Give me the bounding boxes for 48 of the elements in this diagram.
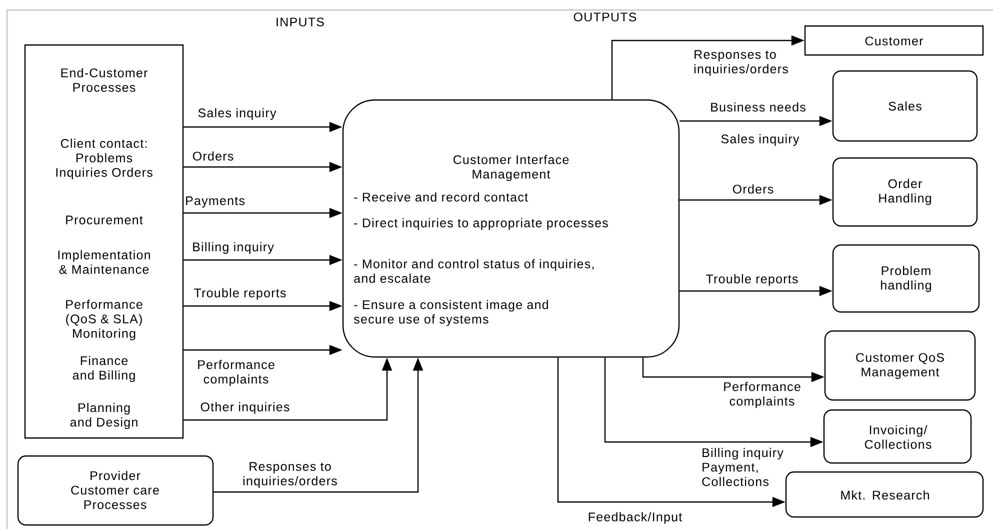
process-box	[17, 455, 214, 526]
edge-label: Billing inquiry	[193, 242, 274, 254]
node-text: Sales	[888, 101, 922, 111]
node-text: Problem handling	[881, 266, 931, 292]
node-text: Order Handling	[879, 178, 932, 206]
process-box	[804, 25, 984, 56]
process-box	[24, 44, 184, 439]
node-text: - Monitor and control status of inquiries, and escalate	[354, 259, 594, 283]
node-text: Invoicing/ Collections	[864, 425, 932, 449]
node-text: - Direct inquiries to appropriate processes	[354, 218, 608, 230]
node-text: Performance (QoS & SLA) Monitoring	[66, 300, 142, 340]
node-text: Planning and Design	[70, 402, 138, 430]
edge-label: Orders	[192, 151, 234, 161]
edge-label: Responses to inquiries/orders	[694, 50, 788, 76]
node-text: Customer Interface Management	[453, 154, 569, 182]
node-text: Procurement	[66, 216, 143, 224]
process-box	[832, 70, 978, 142]
node-text: Mkt. Research	[841, 490, 929, 500]
edge-label: Trouble reports	[706, 274, 798, 286]
node-text: - Ensure a consistent image and secure use of systems	[354, 300, 548, 326]
label-text: Sales inquiry	[721, 134, 800, 146]
process-box	[785, 471, 984, 518]
process-box	[823, 409, 972, 464]
node-text: Provider Customer care Processes	[71, 470, 159, 510]
edge-label: Trouble reports	[194, 288, 286, 300]
edge-label: Performance complaints	[198, 360, 274, 386]
node-text: Implementation & Maintenance	[58, 250, 150, 274]
node-text: Customer QoS Management	[856, 353, 944, 379]
edge-label: Responses to inquiries/orders	[243, 462, 337, 488]
edge-label: Billing inquiry Payment, Collections	[702, 448, 784, 486]
edge-label: Performance complaints	[724, 382, 800, 408]
edge-label: Other inquiries	[200, 402, 290, 414]
node-text: Customer	[865, 36, 924, 46]
edge-label: Payments	[186, 196, 245, 208]
process-box	[824, 330, 976, 401]
label-text: INPUTS	[276, 18, 324, 26]
node-text: - Receive and record contact	[354, 192, 528, 202]
node-text: End-Customer Processes	[61, 68, 148, 92]
edge-label: Orders	[732, 184, 774, 194]
edge-label: Business needs	[711, 102, 806, 112]
label-text: OUTPUTS	[574, 12, 636, 22]
edge-label: Feedback/Input	[588, 512, 682, 524]
edge-label: Sales inquiry	[198, 108, 276, 120]
process-box	[832, 244, 980, 313]
node-text: Client contact: Problems Inquiries Orders	[56, 138, 152, 180]
process-box	[832, 157, 978, 227]
node-text: Finance and Billing	[72, 356, 135, 382]
process-box	[342, 99, 680, 358]
